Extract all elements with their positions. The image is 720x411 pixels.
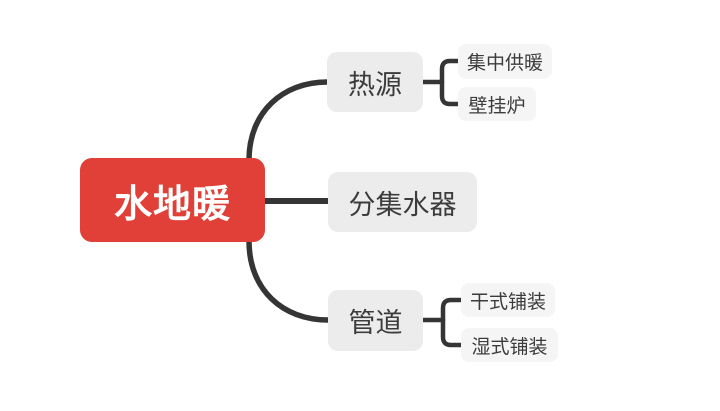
leaf-node-wall-hung-boiler[interactable]: 壁挂炉 bbox=[458, 87, 536, 121]
leaf-node-dry-installation[interactable]: 干式铺装 bbox=[461, 283, 555, 317]
connector-pipes-bracket bbox=[440, 297, 464, 348]
branch-node-heat-source[interactable]: 热源 bbox=[327, 52, 423, 112]
leaf-node-central-heating[interactable]: 集中供暖 bbox=[458, 44, 552, 79]
branch-node-pipes[interactable]: 管道 bbox=[328, 290, 423, 351]
connector-heat-source-bracket bbox=[439, 58, 461, 107]
connector-root-to-pipes bbox=[246, 238, 331, 323]
connector-root-to-heat-source bbox=[246, 79, 330, 163]
leaf-node-wet-installation[interactable]: 湿式铺装 bbox=[461, 328, 558, 362]
branch-node-manifold[interactable]: 分集水器 bbox=[328, 172, 477, 232]
root-node-water-floor-heating[interactable]: 水地暖 bbox=[80, 158, 265, 242]
